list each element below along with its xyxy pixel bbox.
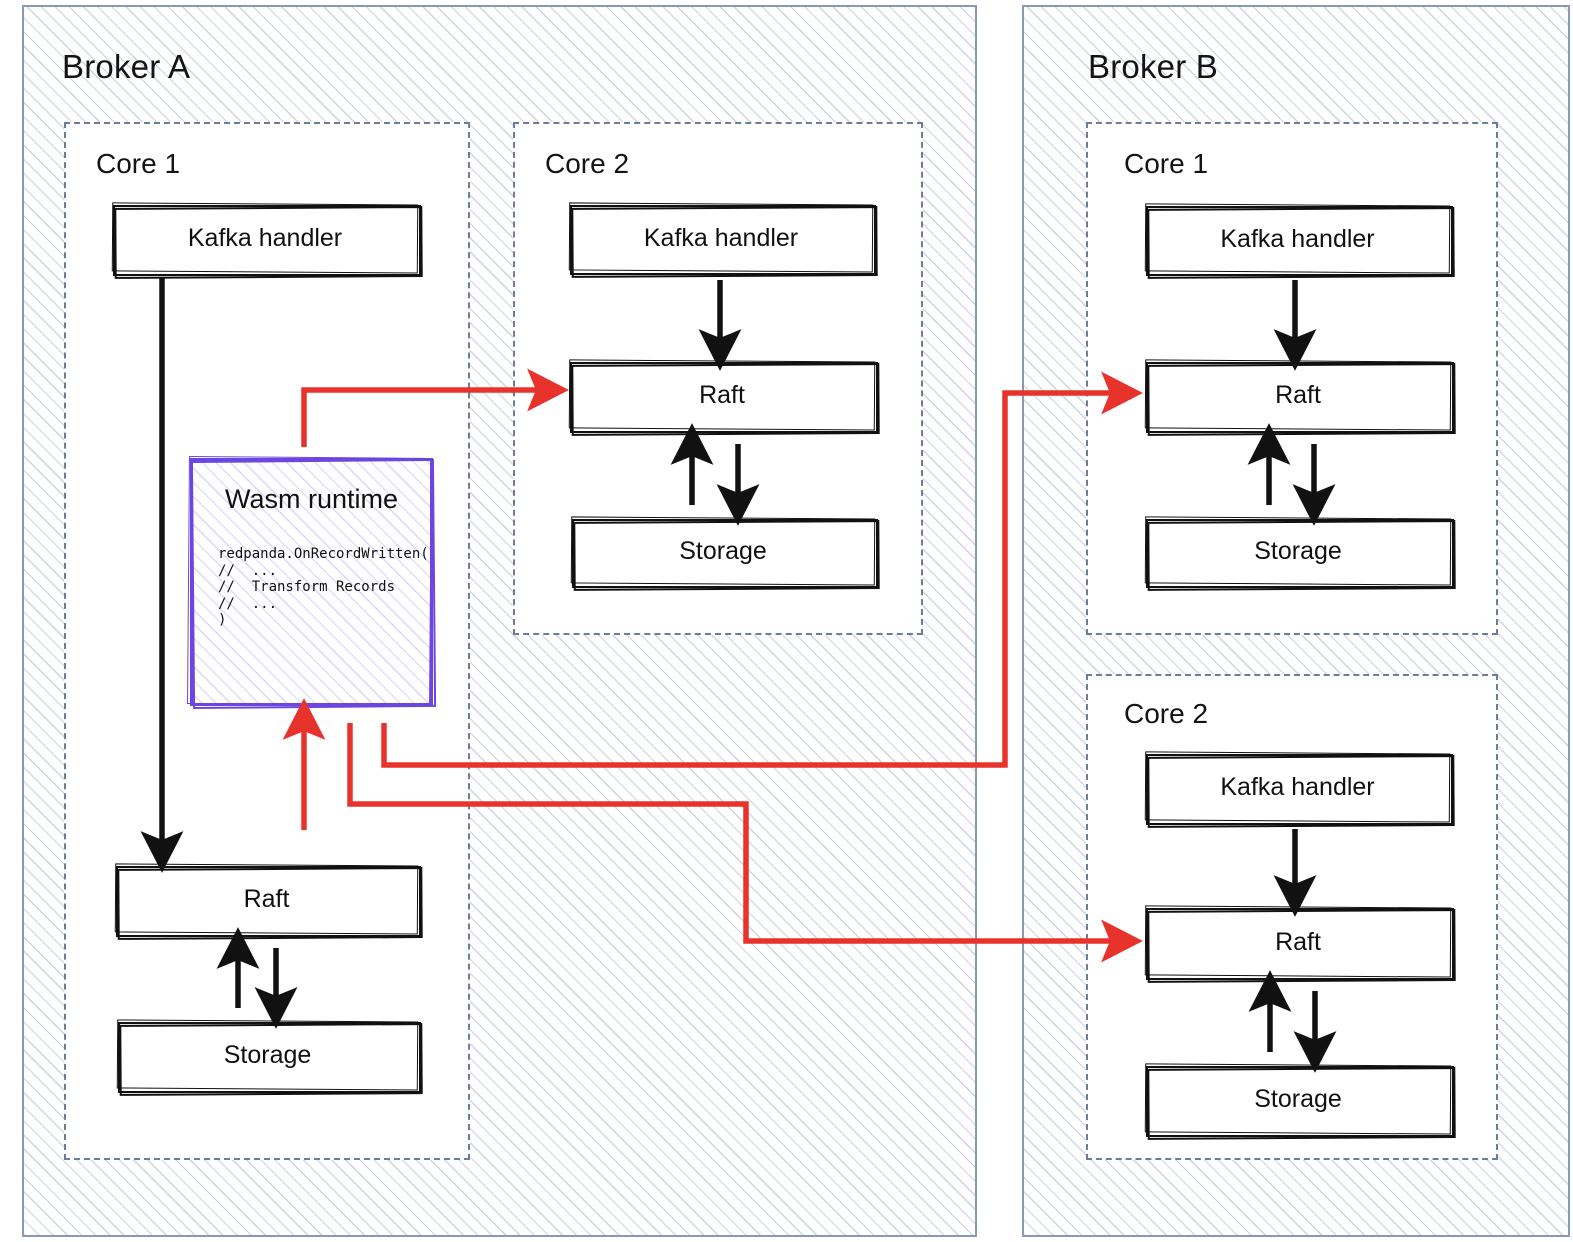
node-outline: [1146, 519, 1454, 588]
broker-a-core-2-kafka-handler[interactable]: Kafka handler: [568, 202, 878, 278]
node-label: Storage: [1254, 1085, 1342, 1113]
node-label: Kafka handler: [1220, 224, 1375, 253]
broker-a-core-2-storage[interactable]: Storage: [570, 516, 880, 591]
broker-a-core-1-label: Core 1: [96, 148, 181, 179]
node-outline: [1146, 206, 1453, 276]
broker-a-label: Broker A: [62, 48, 191, 85]
node-outline: [1146, 754, 1453, 825]
node-outline: [113, 205, 421, 276]
broker-b-core-2-raft[interactable]: Raft: [1144, 905, 1456, 983]
broker-b-core-2-kafka-handler[interactable]: Kafka handler: [1144, 751, 1455, 828]
node-label: Kafka handler: [1220, 773, 1375, 801]
broker-a-core-1-raft[interactable]: Raft: [114, 863, 423, 940]
node-outline: [1146, 362, 1454, 433]
broker-a-core-1-storage[interactable]: Storage: [116, 1019, 423, 1096]
node-label: Raft: [1275, 927, 1321, 956]
wasm-runtime-code: redpanda.OnRecordWritten( // ... // Tran…: [218, 546, 429, 628]
node-label: Raft: [1275, 381, 1321, 409]
broker-a-core-2-label: Core 2: [545, 148, 630, 179]
broker-b-core-1-kafka-handler[interactable]: Kafka handler: [1144, 203, 1455, 279]
broker-a-core-2-raft[interactable]: Raft: [568, 359, 880, 436]
wasm-runtime-box[interactable]: Wasm runtime redpanda.OnRecordWritten( /…: [187, 456, 437, 710]
node-label: Storage: [679, 537, 767, 565]
broker-b-core-1-raft[interactable]: Raft: [1144, 359, 1456, 436]
node-outline: [1146, 908, 1454, 980]
wasm-runtime-title: Wasm runtime: [224, 484, 399, 514]
broker-a-core-1-kafka-handler[interactable]: Kafka handler: [111, 202, 423, 279]
broker-b-core-2-storage[interactable]: Storage: [1144, 1063, 1456, 1140]
node-label: Kafka handler: [187, 224, 343, 252]
node-label: Storage: [223, 1041, 312, 1069]
broker-b-core-1-label: Core 1: [1124, 148, 1209, 179]
node-label: Kafka handler: [643, 223, 799, 252]
node-outline: [570, 205, 876, 275]
broker-b-label: Broker B: [1088, 48, 1218, 85]
broker-b-core-2-label: Core 2: [1124, 698, 1209, 729]
node-label: Raft: [243, 885, 290, 913]
node-label: Storage: [1254, 537, 1342, 565]
broker-b-core-1-storage[interactable]: Storage: [1144, 516, 1456, 591]
node-label: Raft: [699, 381, 745, 409]
